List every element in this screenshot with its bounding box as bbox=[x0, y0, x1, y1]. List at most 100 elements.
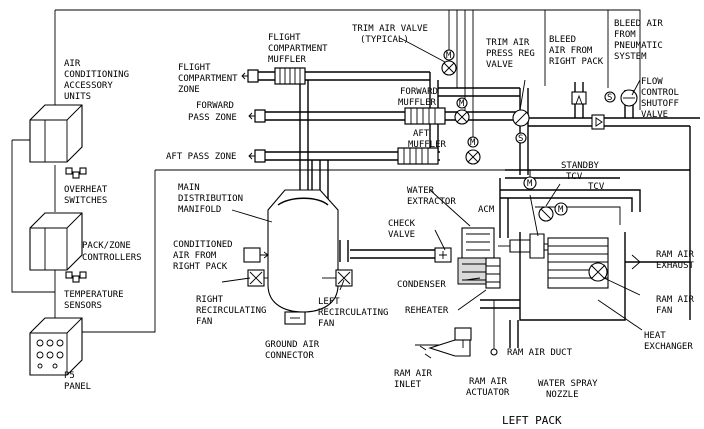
conditioned-air-from-right-pack-inlet bbox=[243, 247, 269, 263]
svg-text:FORWARD: FORWARD bbox=[400, 87, 438, 97]
svg-text:PRESS REG: PRESS REG bbox=[486, 49, 535, 59]
label-check-valve: CHECK VALVE bbox=[388, 219, 416, 240]
svg-text:(TYPICAL): (TYPICAL) bbox=[360, 35, 409, 45]
ram-air-duct bbox=[480, 232, 690, 348]
flight-compartment-muffler bbox=[274, 67, 306, 85]
svg-text:CONTROL: CONTROL bbox=[641, 88, 679, 98]
svg-text:ACM: ACM bbox=[478, 205, 495, 215]
bleed-from-right-pack-valve bbox=[571, 91, 587, 105]
trim-air-valves: M M M bbox=[441, 49, 481, 165]
svg-text:RAM AIR DUCT: RAM AIR DUCT bbox=[507, 348, 573, 358]
solenoid-symbol: S bbox=[518, 134, 523, 144]
main-distribution-manifold bbox=[267, 189, 339, 325]
svg-text:PNEUMATIC: PNEUMATIC bbox=[614, 41, 663, 51]
svg-text:PASS ZONE: PASS ZONE bbox=[188, 113, 237, 123]
svg-text:CONDITIONING: CONDITIONING bbox=[64, 70, 129, 80]
svg-text:FLIGHT: FLIGHT bbox=[178, 63, 211, 73]
label-overheat-switches: OVERHEAT SWITCHES bbox=[64, 185, 108, 206]
svg-text:CONNECTOR: CONNECTOR bbox=[265, 351, 314, 361]
svg-text:RAM AIR: RAM AIR bbox=[394, 369, 433, 379]
label-left-recirculating-fan: LEFT RECIRCULATING FAN bbox=[318, 297, 388, 329]
svg-text:RAM AIR: RAM AIR bbox=[656, 295, 695, 305]
label-tcv: TCV bbox=[588, 182, 605, 192]
svg-text:BLEED: BLEED bbox=[549, 35, 576, 45]
label-water-extractor: WATER EXTRACTOR bbox=[407, 186, 456, 207]
svg-text:FAN: FAN bbox=[656, 306, 672, 316]
label-pack-zone-controllers: PACK/ZONE CONTROLLERS bbox=[82, 241, 142, 263]
label-ram-air-duct: RAM AIR DUCT bbox=[507, 348, 573, 358]
svg-text:REHEATER: REHEATER bbox=[405, 306, 449, 316]
motor-symbol: M bbox=[527, 179, 533, 189]
label-flight-compartment-zone: FLIGHT COMPARTMENT ZONE bbox=[178, 63, 238, 95]
svg-text:OVERHEAT: OVERHEAT bbox=[64, 185, 108, 195]
label-trim-air-valve: TRIM AIR VALVE (TYPICAL) bbox=[352, 24, 428, 45]
motor-symbol: M bbox=[459, 99, 465, 109]
svg-text:GROUND AIR: GROUND AIR bbox=[265, 340, 320, 350]
svg-text:SWITCHES: SWITCHES bbox=[64, 196, 107, 206]
svg-text:COMPARTMENT: COMPARTMENT bbox=[178, 74, 238, 84]
svg-text:AIR FROM: AIR FROM bbox=[173, 251, 217, 261]
air-conditioning-accessory-units-box bbox=[29, 104, 83, 163]
svg-text:AIR FROM: AIR FROM bbox=[549, 46, 593, 56]
svg-text:TRIM AIR: TRIM AIR bbox=[486, 38, 530, 48]
svg-text:ACTUATOR: ACTUATOR bbox=[466, 388, 510, 398]
svg-text:VALVE: VALVE bbox=[486, 60, 513, 70]
standby-tcv: M bbox=[523, 170, 537, 190]
label-temperature-sensors: TEMPERATURE SENSORS bbox=[64, 290, 124, 311]
temperature-sensor-glyph bbox=[65, 271, 87, 283]
label-forward-pass-zone: FORWARD PASS ZONE bbox=[188, 101, 237, 123]
svg-text:SYSTEM: SYSTEM bbox=[614, 52, 647, 62]
svg-text:TCV: TCV bbox=[566, 172, 583, 182]
svg-text:MUFFLER: MUFFLER bbox=[408, 140, 447, 150]
svg-text:P5: P5 bbox=[64, 371, 75, 381]
svg-text:SENSORS: SENSORS bbox=[64, 301, 102, 311]
label-water-spray-nozzle: WATER SPRAY NOZZLE bbox=[538, 379, 598, 400]
label-air-conditioning-accessory-units: AIR CONDITIONING ACCESSORY UNITS bbox=[64, 59, 129, 102]
svg-text:NOZZLE: NOZZLE bbox=[546, 390, 579, 400]
label-flow-control-shutoff-valve: FLOW CONTROL SHUTOFF VALVE bbox=[641, 77, 679, 120]
svg-text:LEFT: LEFT bbox=[318, 297, 340, 307]
ram-air-inlet bbox=[419, 339, 471, 359]
svg-text:VALVE: VALVE bbox=[388, 230, 415, 240]
svg-text:TEMPERATURE: TEMPERATURE bbox=[64, 290, 124, 300]
distribution-ducts bbox=[255, 71, 700, 320]
label-standby-tcv: STANDBY TCV bbox=[561, 161, 600, 182]
ram-air-actuator bbox=[454, 327, 472, 348]
label-ram-air-actuator: RAM AIR ACTUATOR bbox=[466, 377, 510, 398]
svg-text:AIR: AIR bbox=[64, 59, 81, 69]
svg-text:RECIRCULATING: RECIRCULATING bbox=[318, 308, 388, 318]
svg-text:RAM AIR: RAM AIR bbox=[469, 377, 508, 387]
svg-text:RECIRCULATING: RECIRCULATING bbox=[196, 306, 266, 316]
label-aft-muffler: AFT MUFFLER bbox=[408, 129, 447, 150]
svg-text:EXHAUST: EXHAUST bbox=[656, 261, 695, 271]
svg-text:STANDBY: STANDBY bbox=[561, 161, 600, 171]
svg-text:ZONE: ZONE bbox=[178, 85, 200, 95]
ram-air-fan bbox=[588, 262, 608, 282]
svg-text:FROM: FROM bbox=[614, 30, 636, 40]
zone-outlets bbox=[241, 69, 266, 163]
svg-text:FAN: FAN bbox=[318, 319, 334, 329]
label-main-distribution-manifold: MAIN DISTRIBUTION MANIFOLD bbox=[178, 183, 243, 215]
aft-muffler bbox=[397, 147, 439, 165]
svg-text:CHECK: CHECK bbox=[388, 219, 416, 229]
svg-text:MANIFOLD: MANIFOLD bbox=[178, 205, 221, 215]
label-ram-air-inlet: RAM AIR INLET bbox=[394, 369, 433, 390]
svg-text:FORWARD: FORWARD bbox=[196, 101, 234, 111]
svg-text:INLET: INLET bbox=[394, 380, 422, 390]
check-valve bbox=[434, 247, 452, 263]
svg-text:FAN: FAN bbox=[196, 317, 212, 327]
svg-text:RAM AIR: RAM AIR bbox=[656, 250, 695, 260]
left-recirculating-fan bbox=[322, 269, 353, 287]
svg-text:FLIGHT: FLIGHT bbox=[268, 33, 301, 43]
diagram-title: LEFT PACK bbox=[502, 414, 562, 427]
label-flight-compartment-muffler: FLIGHT COMPARTMENT MUFFLER bbox=[268, 33, 328, 65]
reheater bbox=[485, 257, 501, 289]
solenoid-symbol: S bbox=[607, 93, 612, 103]
svg-text:UNITS: UNITS bbox=[64, 92, 91, 102]
svg-text:AFT: AFT bbox=[413, 129, 430, 139]
svg-text:EXTRACTOR: EXTRACTOR bbox=[407, 197, 456, 207]
leader-lines bbox=[221, 37, 643, 331]
svg-text:DISTRIBUTION: DISTRIBUTION bbox=[178, 194, 243, 204]
